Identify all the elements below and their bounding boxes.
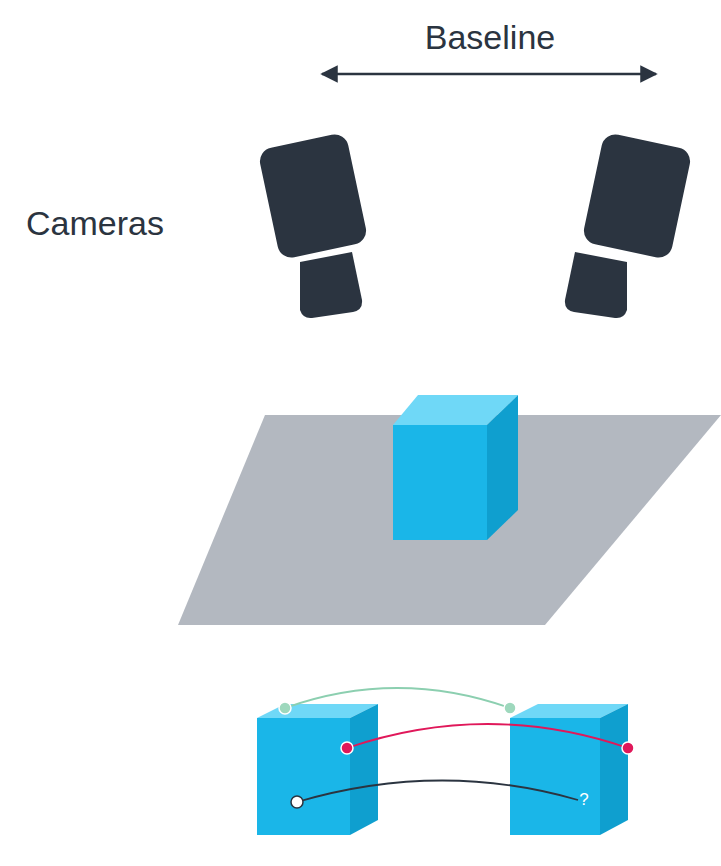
cameras-label: Cameras xyxy=(26,205,164,242)
right-cube xyxy=(510,704,628,835)
unknown-match-mark: ? xyxy=(579,791,588,810)
center-cube xyxy=(393,395,518,540)
correspondence-arcs xyxy=(285,688,628,802)
left-camera xyxy=(257,132,368,318)
right-camera xyxy=(565,132,693,318)
ground-plane xyxy=(178,415,721,625)
baseline-arrow xyxy=(322,73,656,76)
baseline-label: Baseline xyxy=(425,19,555,56)
left-cube xyxy=(257,704,378,835)
